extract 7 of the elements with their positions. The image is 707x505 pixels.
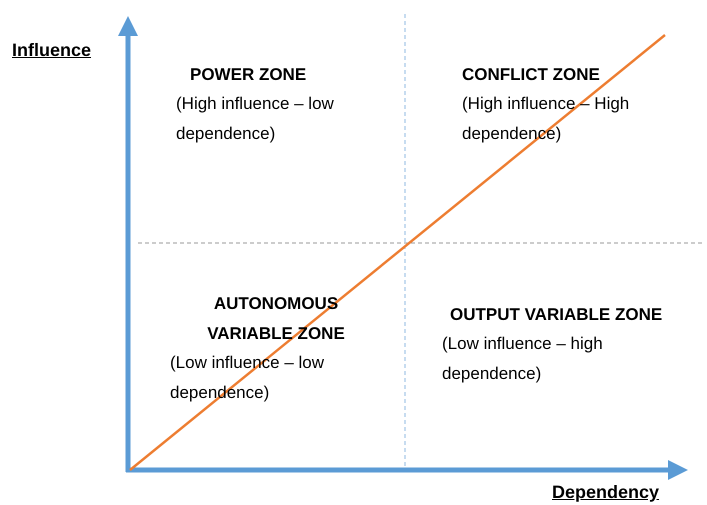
zone-title: POWER ZONE [190, 64, 308, 86]
zone-title: CONFLICT ZONE [462, 64, 601, 86]
zone-title: OUTPUT VARIABLE ZONE [450, 304, 664, 326]
zone-description: (High influence – low dependence) [176, 93, 335, 145]
zone-description: (Low influence – high dependence) [442, 333, 604, 385]
axis-label: Influence [12, 39, 92, 62]
axis-label: Dependency [552, 481, 660, 504]
